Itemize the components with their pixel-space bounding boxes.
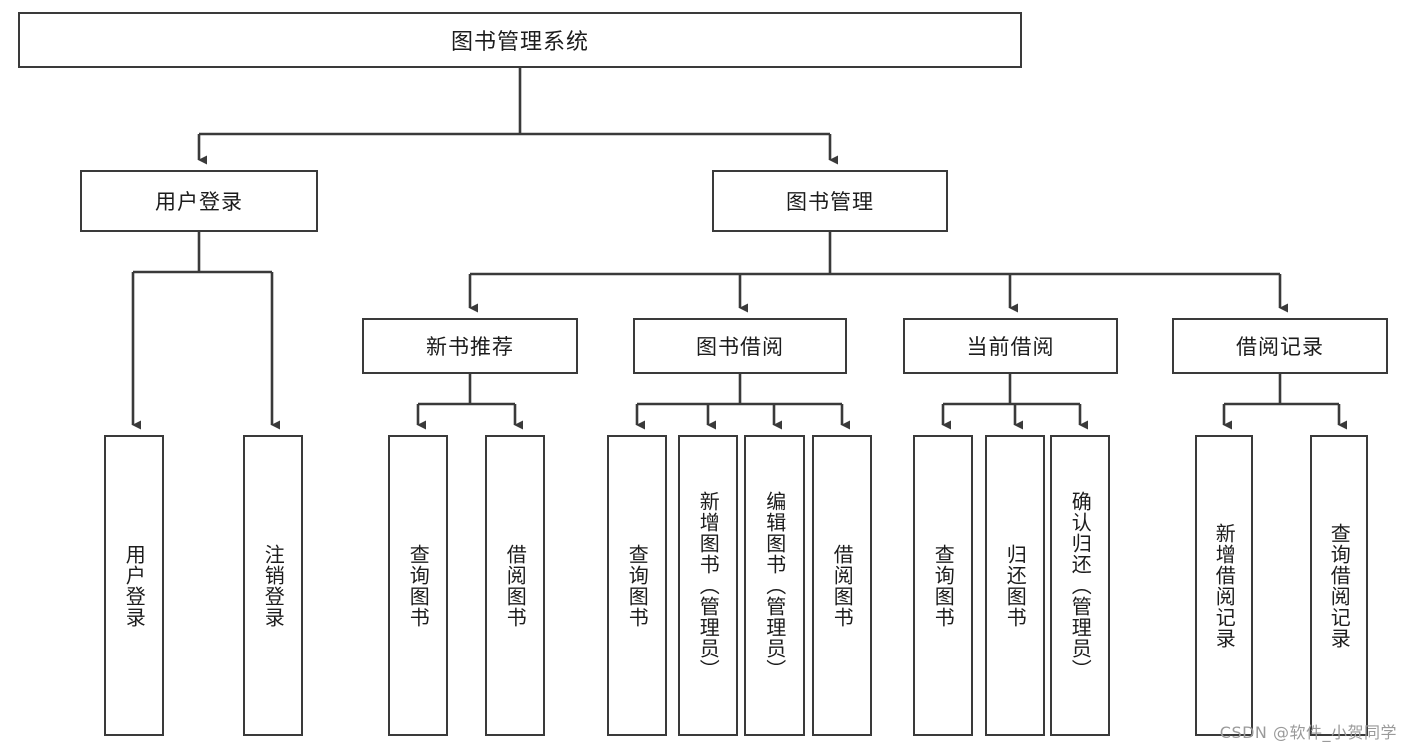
leaf-confirm-return-admin-label: 确认归还（管理员） [1068, 491, 1093, 680]
node-book-management-label: 图书管理 [786, 190, 874, 214]
node-book-borrow[interactable]: 图书借阅 [633, 318, 847, 374]
leaf-query-book-current[interactable]: 查询图书 [913, 435, 973, 736]
leaf-add-borrow-record-label: 新增借阅记录 [1212, 522, 1237, 649]
node-new-book-recommend[interactable]: 新书推荐 [362, 318, 578, 374]
leaf-confirm-return-admin[interactable]: 确认归还（管理员） [1050, 435, 1110, 736]
leaf-borrow-book-newbook[interactable]: 借阅图书 [485, 435, 545, 736]
leaf-lend-book[interactable]: 借阅图书 [812, 435, 872, 736]
leaf-query-book-borrow-label: 查询图书 [625, 543, 650, 628]
leaf-query-book-borrow[interactable]: 查询图书 [607, 435, 667, 736]
leaf-query-book-newbook-label: 查询图书 [406, 543, 431, 628]
leaf-logout[interactable]: 注销登录 [243, 435, 303, 736]
node-root[interactable]: 图书管理系统 [18, 12, 1022, 68]
node-current-borrow-label: 当前借阅 [966, 335, 1055, 359]
leaf-add-book-admin[interactable]: 新增图书（管理员） [678, 435, 738, 736]
node-current-borrow[interactable]: 当前借阅 [903, 318, 1118, 374]
leaf-lend-book-label: 借阅图书 [830, 543, 855, 628]
node-book-management[interactable]: 图书管理 [712, 170, 948, 232]
leaf-return-book-label: 归还图书 [1003, 543, 1028, 628]
leaf-user-login[interactable]: 用户登录 [104, 435, 164, 736]
node-new-book-recommend-label: 新书推荐 [426, 335, 514, 359]
watermark-text: CSDN @软件_小贺同学 [1219, 723, 1397, 742]
node-book-borrow-label: 图书借阅 [696, 335, 784, 359]
leaf-add-book-admin-label: 新增图书（管理员） [696, 491, 721, 680]
node-user-login[interactable]: 用户登录 [80, 170, 318, 232]
leaf-edit-book-admin-label: 编辑图书（管理员） [762, 491, 787, 680]
leaf-query-book-current-label: 查询图书 [931, 543, 956, 628]
node-borrow-record-label: 借阅记录 [1236, 335, 1324, 359]
leaf-user-login-label: 用户登录 [122, 543, 147, 628]
node-borrow-record[interactable]: 借阅记录 [1172, 318, 1388, 374]
leaf-logout-label: 注销登录 [261, 543, 286, 628]
node-root-label: 图书管理系统 [450, 30, 589, 55]
leaf-query-borrow-record-label: 查询借阅记录 [1327, 522, 1352, 649]
leaf-borrow-book-newbook-label: 借阅图书 [503, 543, 528, 628]
leaf-query-borrow-record[interactable]: 查询借阅记录 [1310, 435, 1368, 736]
leaf-query-book-newbook[interactable]: 查询图书 [388, 435, 448, 736]
leaf-edit-book-admin[interactable]: 编辑图书（管理员） [744, 435, 805, 736]
node-user-login-label: 用户登录 [155, 190, 243, 214]
leaf-return-book[interactable]: 归还图书 [985, 435, 1045, 736]
leaf-add-borrow-record[interactable]: 新增借阅记录 [1195, 435, 1253, 736]
